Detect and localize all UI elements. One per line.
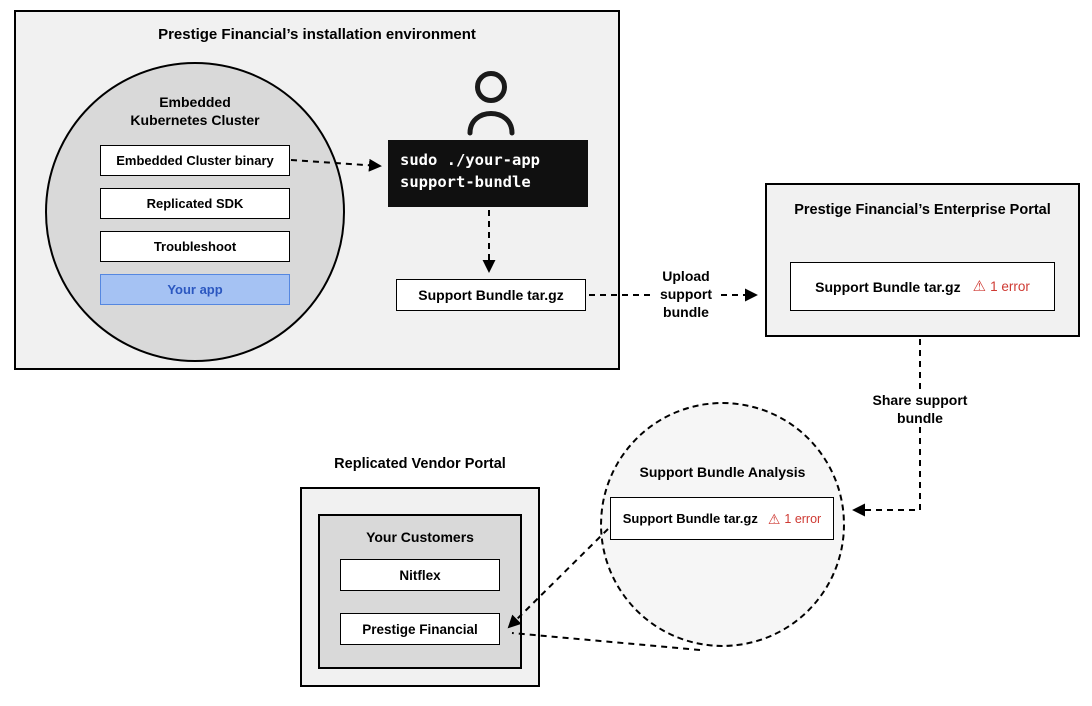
cluster-title-line-1: Embedded <box>159 94 231 110</box>
installation-environment-title: Prestige Financial’s installation enviro… <box>158 26 476 43</box>
cluster-title-line-2: Kubernetes Cluster <box>130 112 260 129</box>
terminal-command-line-2: support-bundle <box>400 173 531 192</box>
cluster-item-troubleshoot: Troubleshoot <box>100 231 290 262</box>
error-badge: ⚠ 1 error <box>768 512 821 526</box>
your-customers-title: Your Customers <box>366 529 474 545</box>
enterprise-support-bundle-box: Support Bundle tar.gz ⚠ 1 error <box>790 262 1055 311</box>
upload-support-bundle-label: Upload support bundle <box>653 267 719 322</box>
enterprise-portal-panel: Prestige Financial’s Enterprise Portal S… <box>765 183 1080 337</box>
support-bundle-label: Support Bundle tar.gz <box>815 278 961 295</box>
enterprise-portal-title: Prestige Financial’s Enterprise Portal <box>794 202 1051 218</box>
vendor-portal-title: Replicated Vendor Portal <box>334 456 506 472</box>
cluster-item-replicated-sdk: Replicated SDK <box>100 188 290 219</box>
share-support-bundle-label: Share support bundle <box>864 391 976 428</box>
warning-icon: ⚠ <box>767 510 781 527</box>
vendor-portal-panel: Your Customers Nitflex Prestige Financia… <box>300 487 540 687</box>
customer-item-nitflex: Nitflex <box>340 559 500 591</box>
embedded-kubernetes-cluster-circle: Embedded Kubernetes Cluster Embedded Clu… <box>45 62 345 362</box>
error-badge: ⚠ 1 error <box>973 279 1030 294</box>
error-count: 1 error <box>990 279 1030 294</box>
terminal-command-block: sudo ./your-app support-bundle <box>388 140 588 207</box>
terminal-command-line-1: sudo ./your-app <box>400 151 540 169</box>
support-bundle-analysis-title: Support Bundle Analysis <box>639 464 806 480</box>
installation-environment-panel: Prestige Financial’s installation enviro… <box>14 10 620 370</box>
cluster-item-your-app: Your app <box>100 274 290 305</box>
embedded-kubernetes-cluster-title: Embedded Kubernetes Cluster <box>47 93 343 129</box>
your-customers-box: Your Customers Nitflex Prestige Financia… <box>318 514 522 669</box>
analysis-support-bundle-box: Support Bundle tar.gz ⚠ 1 error <box>610 497 834 540</box>
cluster-item-embedded-cluster-binary: Embedded Cluster binary <box>100 145 290 176</box>
error-count: 1 error <box>784 511 822 526</box>
warning-icon: ⚠ <box>972 278 987 295</box>
customer-item-prestige-financial: Prestige Financial <box>340 613 500 645</box>
support-bundle-analysis-circle: Support Bundle Analysis Support Bundle t… <box>600 402 845 647</box>
support-bundle-label: Support Bundle tar.gz <box>622 511 758 526</box>
support-bundle-file-box: Support Bundle tar.gz <box>396 279 586 311</box>
